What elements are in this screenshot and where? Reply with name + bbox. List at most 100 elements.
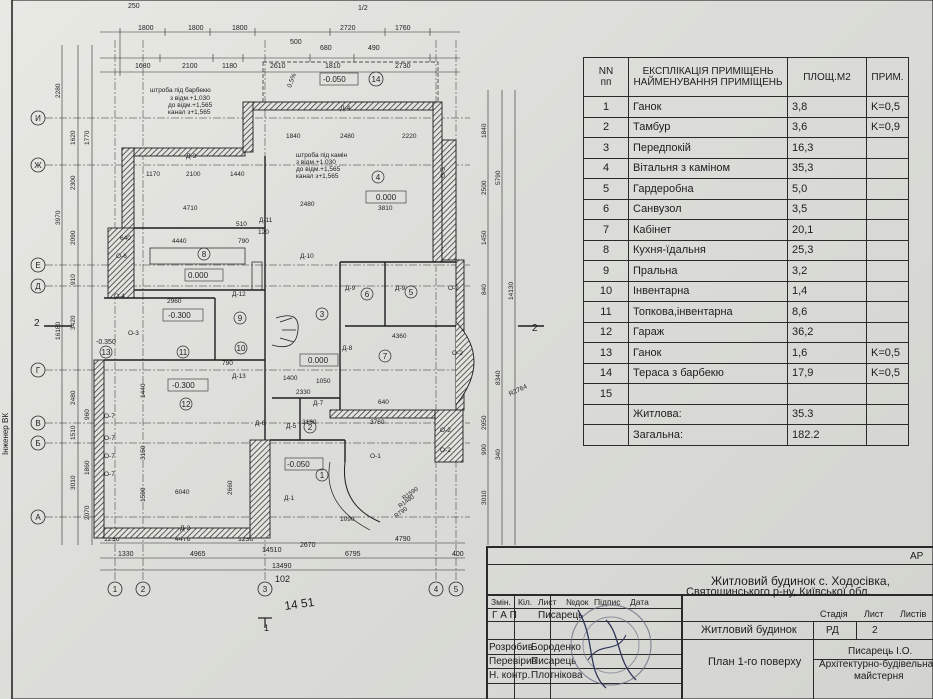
dim-left-13: 2070 (84, 505, 91, 520)
header-note: ПРИМ. (866, 57, 909, 97)
door-d9a: Д-9 (345, 285, 356, 292)
svg-text:9: 9 (238, 314, 243, 323)
axis-col-1: 1 (107, 581, 123, 597)
room-number-12: 12 (179, 397, 193, 411)
left-dimension-labels: 2280 1620 1770 2300 3970 2090 910 3420 1… (55, 83, 91, 520)
cell-note: K=0,5 (866, 96, 909, 118)
svg-text:13: 13 (102, 348, 111, 357)
svg-text:1050: 1050 (316, 378, 331, 385)
dim-bottom-6: 1330 (118, 551, 134, 558)
org-line-3: майстерня (854, 671, 904, 682)
svg-text:8: 8 (202, 250, 207, 259)
dim-top-5: 1760 (395, 25, 411, 32)
stage-value: РД (826, 625, 839, 636)
header-area: ПЛОЩ.М2 (787, 57, 867, 97)
cell-area: 3,2 (787, 260, 867, 282)
rev-col-date: Дата (630, 597, 649, 607)
dim-right-11: 8340 (495, 370, 502, 385)
window-o3: О-3 (128, 330, 139, 337)
row-axis-bubbles: И Ж Е Д Г В Б А (30, 110, 46, 525)
dim-bottom-8: 14510 (262, 547, 282, 554)
terrace-outline (262, 61, 439, 103)
cell-note (866, 239, 909, 261)
cell-area: 17,9 (787, 362, 867, 384)
window-labels: О-5 О-6 О-3 О-2 О-2 О-4 О-7 О-7 О-7 О-7 … (104, 167, 463, 478)
svg-text:640: 640 (120, 235, 131, 242)
cell-note (866, 137, 909, 159)
col-axis-bubbles: 1 2 3 4 5 (107, 581, 464, 597)
fireplace-annotation: штроба під камін з відм.+1,030 до відм.+… (296, 151, 347, 180)
svg-text:3150: 3150 (140, 445, 147, 460)
room-number-2: 2 (303, 420, 317, 434)
room-number-13: 13 (99, 345, 113, 359)
cell-note (866, 280, 909, 302)
door-d10: Д-10 (300, 253, 314, 260)
door-d7: Д-7 (313, 400, 324, 407)
dim-left-14: 1860 (84, 460, 91, 475)
window-o7b: О-7 (104, 435, 115, 442)
dim-bottom-3: 1290 (238, 536, 254, 543)
dim-right-10: 340 (495, 449, 502, 460)
cell-note (866, 157, 909, 179)
window-o2d: О-2 (440, 447, 451, 454)
section-mark-bottom: 1 (258, 617, 272, 633)
dim-left-12: 3010 (70, 475, 77, 490)
living-value: 35.3 (787, 403, 867, 425)
svg-text:640: 640 (378, 399, 389, 406)
level-marks: -0.050 0.000 0.000 -0.300 -0.300 0.000 -… (96, 72, 407, 471)
window-o1: О-1 (370, 453, 381, 460)
door-d12: Д-12 (232, 291, 246, 298)
dim-left-5: 3970 (55, 210, 62, 225)
cell-area: 5,0 (787, 178, 867, 200)
cell-name: Гараж (628, 321, 788, 343)
window-o2a: О-2 (448, 285, 459, 292)
staff-name-1: Бороденко (531, 642, 581, 653)
dim-left-6: 2090 (70, 230, 77, 245)
svg-text:1: 1 (113, 585, 118, 594)
staff-role-3: Н. контр. (489, 670, 531, 681)
dim-bottom-10: 400 (452, 551, 464, 558)
room-number-1: 1 (315, 468, 329, 482)
staff-role-2: Перевірив (489, 656, 537, 667)
cell-area: 3,8 (787, 96, 867, 118)
door-d1: Д-1 (284, 495, 295, 502)
room-explication-table: NN пп ЕКСПЛІКАЦІЯ ПРИМІЩЕНЬ НАЙМЕНУВАННЯ… (583, 57, 909, 446)
project-title: Житловий будинок с. Ходосівка, (711, 574, 890, 588)
door-d5: Д-5 (286, 423, 297, 430)
room-number-10: 10 (234, 341, 248, 355)
svg-text:Д: Д (35, 282, 41, 291)
svg-text:3180: 3180 (302, 419, 317, 426)
slope-annotation: 0.5% (286, 72, 298, 89)
svg-text:12: 12 (182, 400, 191, 409)
svg-text:В: В (35, 419, 40, 428)
sheet-label: Лист (864, 609, 884, 619)
living-label: Житлова: (628, 403, 788, 425)
svg-text:канал з+1,565: канал з+1,565 (168, 109, 211, 116)
cell-nn: 13 (583, 342, 629, 364)
svg-text:з відм.+1,030: з відм.+1,030 (170, 94, 210, 102)
cell-area: 35,3 (787, 157, 867, 179)
header-nn: NN пп (583, 57, 629, 97)
cell-note (866, 383, 909, 405)
svg-text:1170: 1170 (146, 171, 160, 178)
window-o4: О-4 (114, 293, 125, 300)
svg-text:2100: 2100 (186, 171, 201, 178)
axis-row-ye: Е (30, 257, 46, 273)
cell-nn: 5 (583, 178, 629, 200)
dim-bottom-4: 2670 (300, 542, 316, 549)
gap-role: Г А П (492, 610, 517, 621)
dim-top-7: 2100 (182, 63, 198, 70)
table-header-row: NN пп ЕКСПЛІКАЦІЯ ПРИМІЩЕНЬ НАЙМЕНУВАННЯ… (583, 57, 909, 97)
axis-row-b: Б (30, 435, 46, 451)
cell-area: 8,6 (787, 301, 867, 323)
svg-text:2220: 2220 (402, 133, 417, 140)
axis-col-4: 4 (428, 581, 444, 597)
